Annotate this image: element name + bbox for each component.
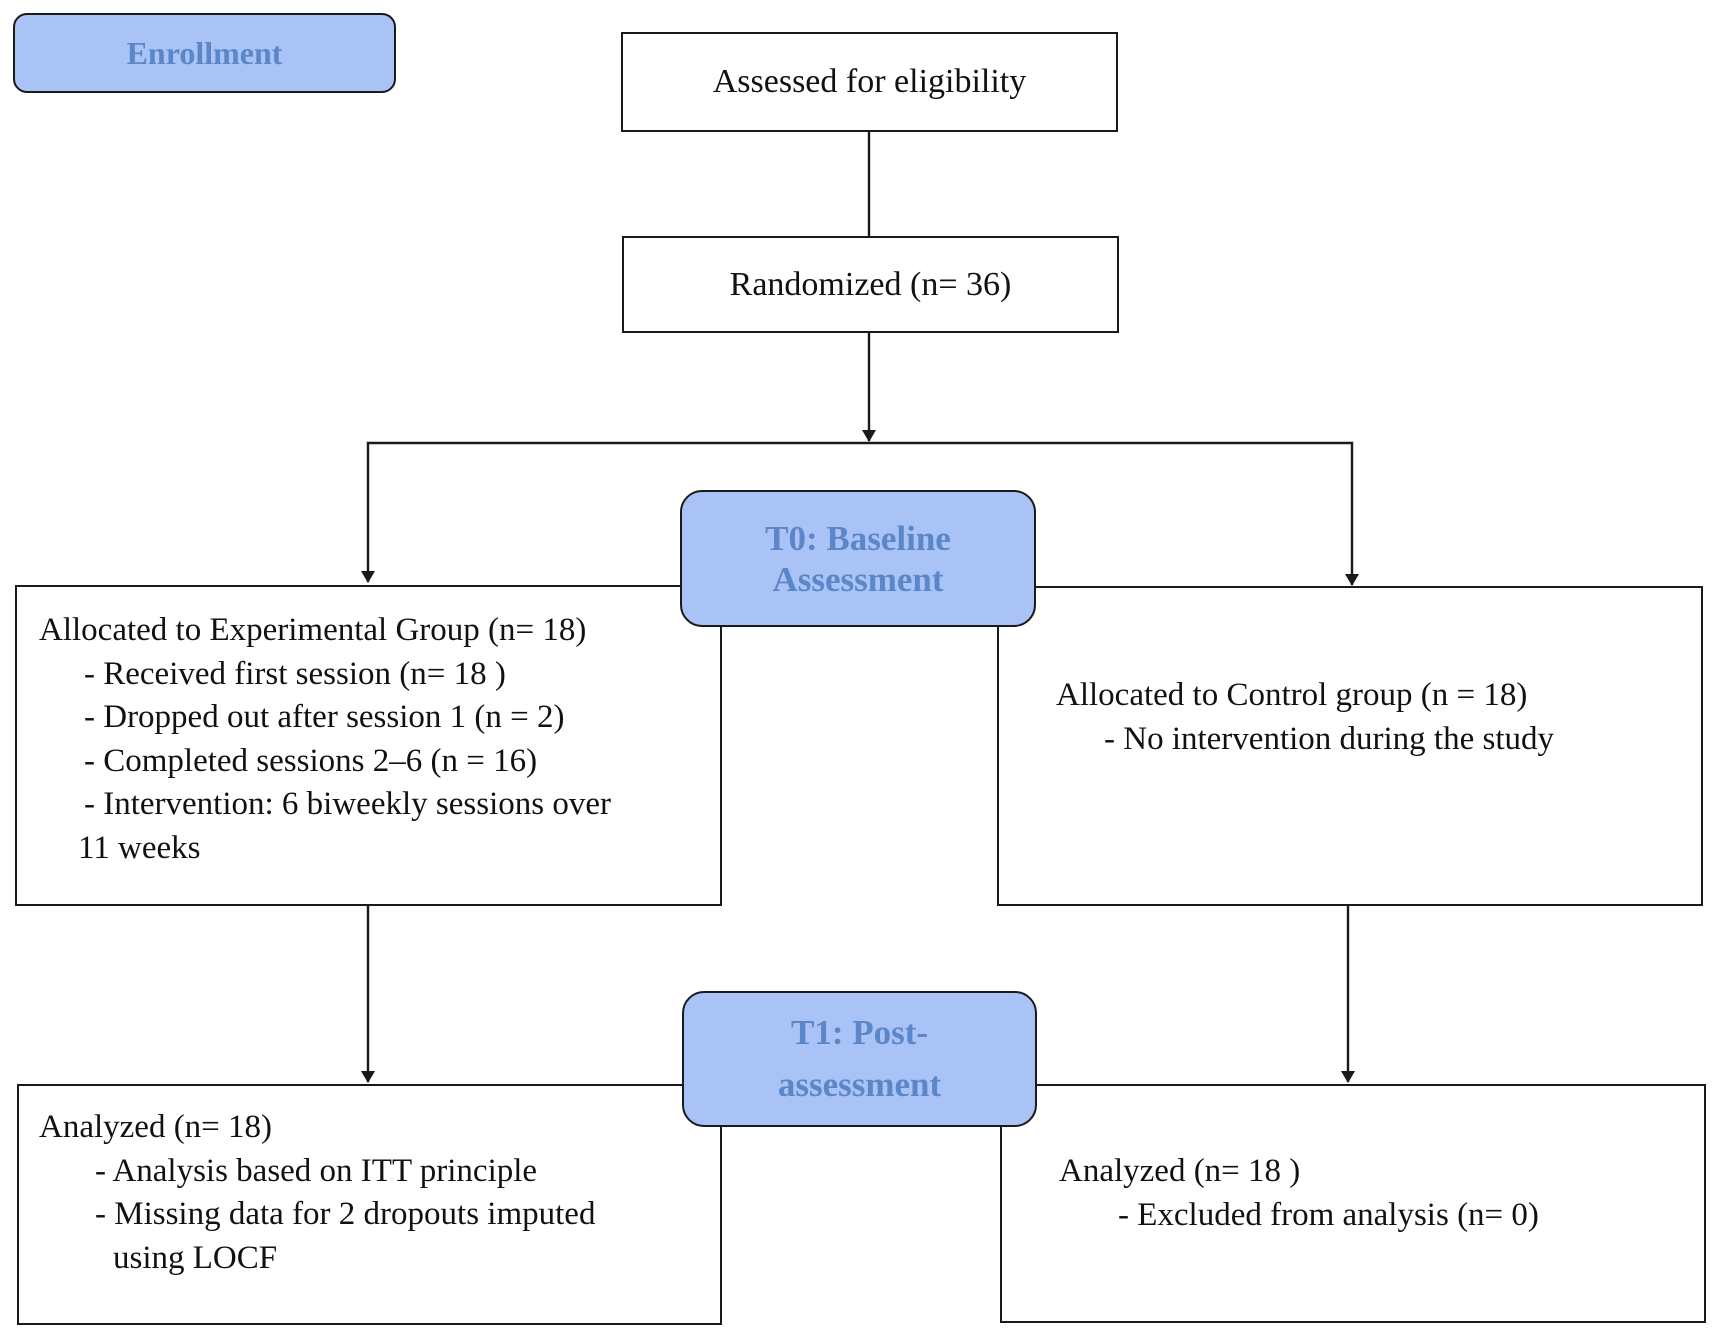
split-line-left: [361, 441, 869, 583]
experimental-analysis-item: - Missing data for 2 dropouts imputed: [95, 1196, 596, 1232]
experimental-allocation-item: - Completed sessions 2–6 (n = 16): [84, 742, 538, 779]
experimental-allocation-text: Allocated to Experimental Group (n= 18) …: [39, 609, 611, 870]
randomized-label: Randomized (n= 36): [729, 265, 1012, 303]
t1-label: T1: Post-assessment: [777, 1013, 942, 1104]
experimental-allocation-item: - Received first session (n= 18 ): [84, 655, 506, 692]
randomized-box: Randomized (n= 36): [622, 236, 1119, 333]
experimental-analysis-continuation: using LOCF: [113, 1239, 278, 1276]
control-allocation-box: [997, 586, 1703, 906]
control-allocation-title: Allocated to Control group (n = 18): [1056, 677, 1528, 713]
experimental-allocation-item: - Intervention: 6 biweekly sessions over: [84, 786, 611, 822]
assessed-for-eligibility-box: Assessed for eligibility: [621, 32, 1118, 132]
control-allocation-text: Allocated to Control group (n = 18) - No…: [1056, 674, 1554, 761]
experimental-analysis-item: - Analysis based on ITT principle: [95, 1152, 538, 1189]
split-line-right: [869, 441, 1359, 586]
control-analysis-text: Analyzed (n= 18 ) - Excluded from analys…: [1059, 1150, 1539, 1237]
t1-post-assessment-stage-label: T1: Post-assessment: [682, 991, 1037, 1127]
experimental-analysis-title: Analyzed (n= 18): [39, 1109, 273, 1145]
experimental-analysis-box: [17, 1084, 722, 1325]
control-analysis-title: Analyzed (n= 18 ): [1059, 1153, 1301, 1189]
enrollment-stage-label: Enrollment: [13, 13, 396, 93]
t0-label: T0: Baseline Assessment: [765, 518, 951, 599]
control-analysis-box: [1000, 1084, 1706, 1323]
experimental-allocation-continuation: 11 weeks: [78, 829, 201, 866]
control-analysis-item: - Excluded from analysis (n= 0): [1118, 1196, 1539, 1233]
experimental-allocation-box: [15, 585, 722, 906]
experimental-allocation-title: Allocated to Experimental Group (n= 18): [39, 612, 587, 648]
experimental-analysis-text: Analyzed (n= 18) - Analysis based on ITT…: [39, 1106, 595, 1280]
control-allocation-item: - No intervention during the study: [1104, 720, 1555, 757]
assessed-label: Assessed for eligibility: [712, 63, 1027, 100]
experimental-allocation-item: - Dropped out after session 1 (n = 2): [84, 699, 565, 735]
enrollment-label: Enrollment: [126, 34, 283, 71]
t0-baseline-stage-label: T0: Baseline Assessment: [680, 490, 1036, 627]
